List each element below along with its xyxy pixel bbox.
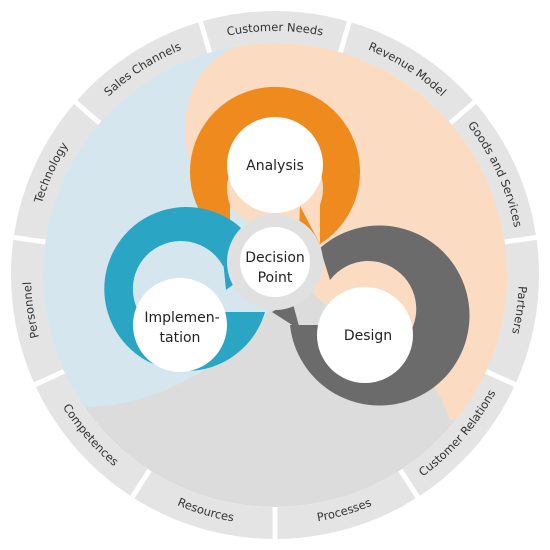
implementation-label-line1: Implemen- (144, 310, 219, 326)
ring-separator (484, 369, 517, 387)
ring-separator (198, 20, 213, 54)
design-node (317, 287, 413, 383)
decision-point-label-line2: Point (258, 270, 293, 286)
design-arrowhead (272, 300, 300, 330)
ring-segment-label: Customer Needs (225, 20, 324, 39)
design-label: Design (344, 328, 392, 344)
ring-separator (73, 100, 102, 125)
implementation-label-line2: tation (160, 330, 201, 346)
ring-separator (130, 468, 152, 499)
decision-point-label-line1: Decision (245, 250, 305, 266)
decision-point-node (240, 227, 310, 297)
ring-separator (504, 234, 537, 245)
implementation-node (133, 278, 227, 372)
ring-separator (13, 234, 46, 245)
analysis-arrow (189, 86, 360, 244)
ring-separator (33, 369, 66, 387)
ring-separator (448, 100, 477, 125)
analysis-node (227, 117, 323, 213)
analysis-label: Analysis (246, 158, 304, 174)
ring-separators (13, 20, 537, 539)
ring-separator (398, 468, 420, 499)
ring-separator (337, 20, 352, 54)
